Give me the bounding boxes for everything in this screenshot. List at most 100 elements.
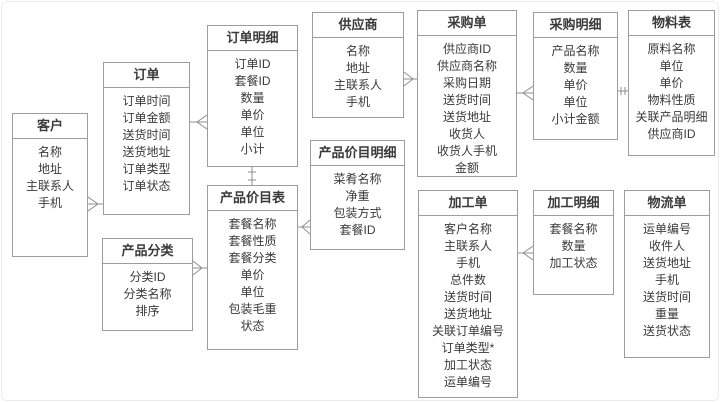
entity-product-price-detail-fields: 菜肴名称净重包装方式套餐ID bbox=[311, 166, 404, 239]
entity-purchase-detail: 采购明细 产品名称数量单价单位小计金额 bbox=[533, 12, 618, 140]
entity-material-table-fields: 原料名称单位单价物料性质关联产品明细供应商ID bbox=[629, 36, 714, 143]
entity-supplier: 供应商 名称地址主联系人手机 bbox=[312, 12, 404, 118]
entity-field: 订单类型 bbox=[122, 162, 171, 176]
entity-field: 送货时间 bbox=[122, 128, 171, 142]
entity-field: 套餐名称 bbox=[549, 222, 598, 236]
entity-field: 订单状态 bbox=[122, 179, 171, 193]
entity-supplier-fields: 名称地址主联系人手机 bbox=[313, 38, 403, 111]
entity-field: 送货时间 bbox=[442, 93, 491, 107]
entity-field: 加工状态 bbox=[443, 358, 492, 372]
crow-foot-connector-category-pricelist bbox=[193, 260, 207, 276]
entity-order: 订单 订单时间订单金额送货时间送货地址订单类型订单状态 bbox=[103, 62, 190, 215]
entity-field: 送货地址 bbox=[443, 307, 492, 321]
entity-field: 订单金额 bbox=[122, 111, 171, 125]
entity-field: 单位 bbox=[240, 285, 265, 299]
entity-field: 金额 bbox=[454, 161, 479, 175]
entity-field: 单价 bbox=[240, 108, 265, 122]
entity-field: 手机 bbox=[37, 196, 62, 210]
entity-field: 分类名称 bbox=[123, 287, 172, 301]
entity-field: 关联订单编号 bbox=[431, 324, 504, 338]
entity-field: 包装方式 bbox=[333, 206, 382, 220]
entity-field: 单位 bbox=[240, 125, 265, 139]
entity-field: 送货地址 bbox=[442, 110, 491, 124]
entity-processing-detail-fields: 套餐名称数量加工状态 bbox=[534, 216, 613, 272]
entity-product-price-list-fields: 套餐名称套餐性质套餐分类单价单位包装毛重状态 bbox=[208, 211, 297, 335]
one-to-one-connector-orderdetail-pricelist bbox=[248, 167, 256, 185]
entity-logistics-order-title: 物流单 bbox=[625, 191, 709, 216]
entity-logistics-order: 物流单 运单编号收件人送货地址手机送货时间重量送货状态 bbox=[624, 190, 710, 358]
entity-field: 送货时间 bbox=[642, 290, 691, 304]
entity-field: 套餐ID bbox=[339, 223, 376, 237]
entity-field: 套餐性质 bbox=[228, 234, 277, 248]
entity-field: 供应商名称 bbox=[436, 59, 497, 73]
entity-material-table-title: 物料表 bbox=[629, 11, 714, 36]
crow-foot-connector-pricelist-pricedetail bbox=[298, 219, 310, 235]
entity-field: 采购日期 bbox=[442, 76, 491, 90]
entity-field: 关联产品明细 bbox=[635, 110, 708, 124]
entity-field: 送货时间 bbox=[443, 290, 492, 304]
entity-field: 加工状态 bbox=[549, 256, 598, 270]
entity-field: 单位 bbox=[563, 95, 588, 109]
entity-field: 主联系人 bbox=[333, 78, 382, 92]
entity-field: 主联系人 bbox=[443, 239, 492, 253]
entity-field: 分类ID bbox=[129, 270, 166, 284]
entity-field: 手机 bbox=[455, 256, 480, 270]
entity-customer: 客户 名称地址主联系人手机 bbox=[12, 113, 88, 257]
crow-foot-connector-order-orderdetail bbox=[190, 114, 207, 130]
entity-field: 数量 bbox=[563, 61, 588, 75]
entity-field: 小计金额 bbox=[551, 112, 600, 126]
entity-material-table: 物料表 原料名称单位单价物料性质关联产品明细供应商ID bbox=[628, 10, 715, 156]
entity-field: 单价 bbox=[240, 268, 265, 282]
crow-foot-connector-purchase-purchasedetail bbox=[517, 85, 533, 101]
entity-field: 套餐ID bbox=[234, 74, 271, 88]
entity-field: 重量 bbox=[654, 307, 679, 321]
crow-foot-connector-customer-order bbox=[88, 196, 103, 212]
entity-field: 主联系人 bbox=[25, 179, 74, 193]
entity-field: 总件数 bbox=[449, 273, 486, 287]
entity-product-price-list-title: 产品价目表 bbox=[208, 186, 297, 211]
entity-order-detail: 订单明细 订单ID 套餐ID 数量单价单位小计 bbox=[207, 25, 298, 167]
entity-purchase-order-title: 采购单 bbox=[418, 11, 516, 36]
entity-field: 送货状态 bbox=[642, 324, 691, 338]
entity-supplier-title: 供应商 bbox=[313, 13, 403, 38]
entity-logistics-order-fields: 运单编号收件人送货地址手机送货时间重量送货状态 bbox=[625, 216, 709, 340]
entity-field: 套餐分类 bbox=[228, 251, 277, 265]
entity-purchase-detail-title: 采购明细 bbox=[534, 13, 617, 38]
entity-field: 菜肴名称 bbox=[333, 172, 382, 186]
entity-order-title: 订单 bbox=[104, 63, 189, 88]
entity-product-category-title: 产品分类 bbox=[103, 239, 192, 264]
entity-field: 订单类型* bbox=[441, 341, 495, 355]
entity-field: 订单ID bbox=[234, 57, 271, 71]
entity-product-price-list: 产品价目表 套餐名称套餐性质套餐分类单价单位包装毛重状态 bbox=[207, 185, 298, 350]
entity-field: 送货地址 bbox=[642, 256, 691, 270]
entity-field: 供应商ID bbox=[647, 127, 696, 141]
entity-field: 原料名称 bbox=[647, 42, 696, 56]
entity-order-fields: 订单时间订单金额送货时间送货地址订单类型订单状态 bbox=[104, 88, 189, 195]
entity-field: 运单编号 bbox=[642, 222, 691, 236]
entity-field: 名称 bbox=[345, 44, 370, 58]
entity-field: 产品名称 bbox=[551, 44, 600, 58]
entity-field: 送货地址 bbox=[122, 145, 171, 159]
entity-field: 单价 bbox=[563, 78, 588, 92]
entity-field: 物料性质 bbox=[647, 93, 696, 107]
entity-field: 收件人 bbox=[648, 239, 685, 253]
entity-field: 订单时间 bbox=[122, 94, 171, 108]
entity-order-detail-title: 订单明细 bbox=[208, 26, 297, 51]
entity-field: 地址 bbox=[345, 61, 370, 75]
entity-field: 名称 bbox=[37, 145, 62, 159]
entity-field: 单位 bbox=[659, 59, 684, 73]
entity-customer-fields: 名称地址主联系人手机 bbox=[13, 139, 87, 212]
entity-field: 收货人 bbox=[448, 127, 485, 141]
crow-foot-connector-supplier-purchase bbox=[404, 71, 417, 87]
entity-product-price-detail: 产品价目明细 菜肴名称净重包装方式套餐ID bbox=[310, 140, 405, 250]
entity-order-detail-fields: 订单ID 套餐ID 数量单价单位小计 bbox=[208, 51, 297, 158]
entity-field: 客户名称 bbox=[443, 222, 492, 236]
entity-field: 数量 bbox=[240, 91, 265, 105]
entity-field: 运单编号 bbox=[443, 375, 492, 389]
one-to-one-connector-purchasedetail-material bbox=[618, 87, 628, 95]
entity-field: 小计 bbox=[240, 142, 265, 156]
